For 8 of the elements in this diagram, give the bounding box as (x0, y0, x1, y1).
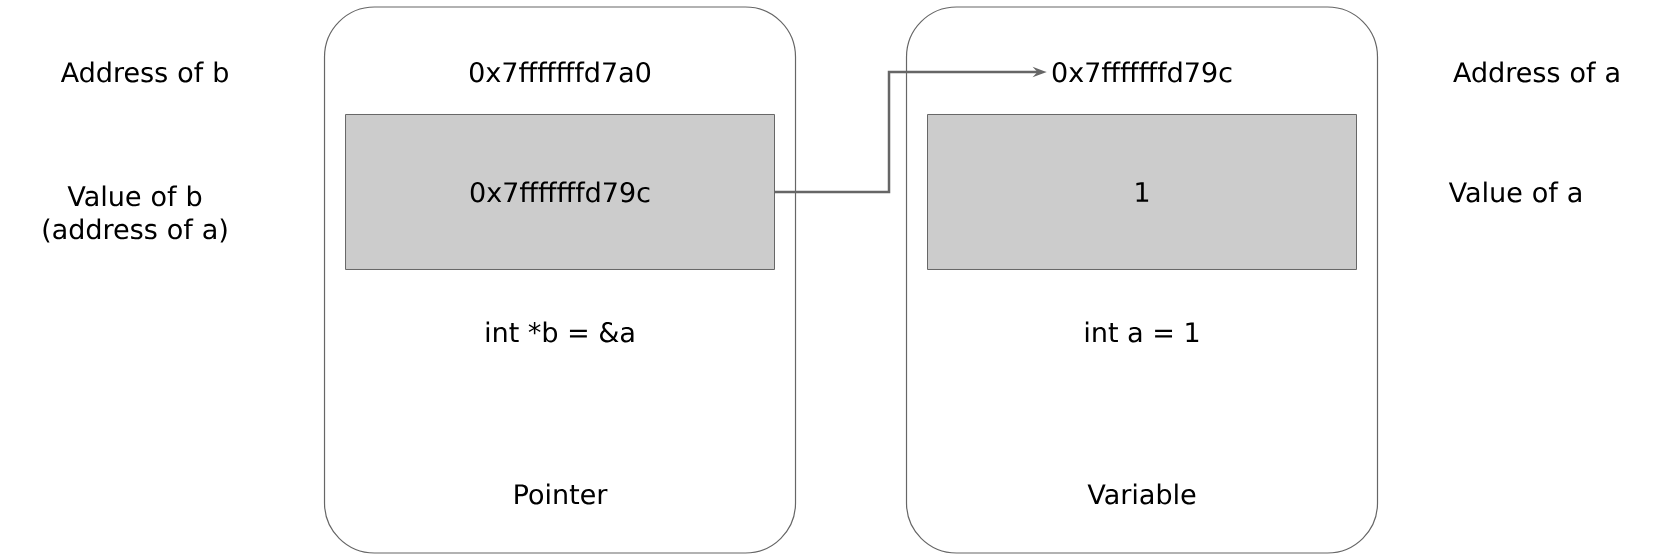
side-label: Address of b (60, 61, 228, 83)
value-box: 0x7fffffffd79c (345, 114, 775, 270)
address-text: 0x7fffffffd7a0 (469, 61, 651, 83)
side-label: Value of b (address of a) (43, 185, 227, 243)
side-label: Value of a (1448, 181, 1581, 203)
side-label: Address of a (1453, 61, 1619, 83)
address-text: 0x7fffffffd79c (1052, 61, 1232, 83)
value-box: 1 (927, 114, 1357, 270)
